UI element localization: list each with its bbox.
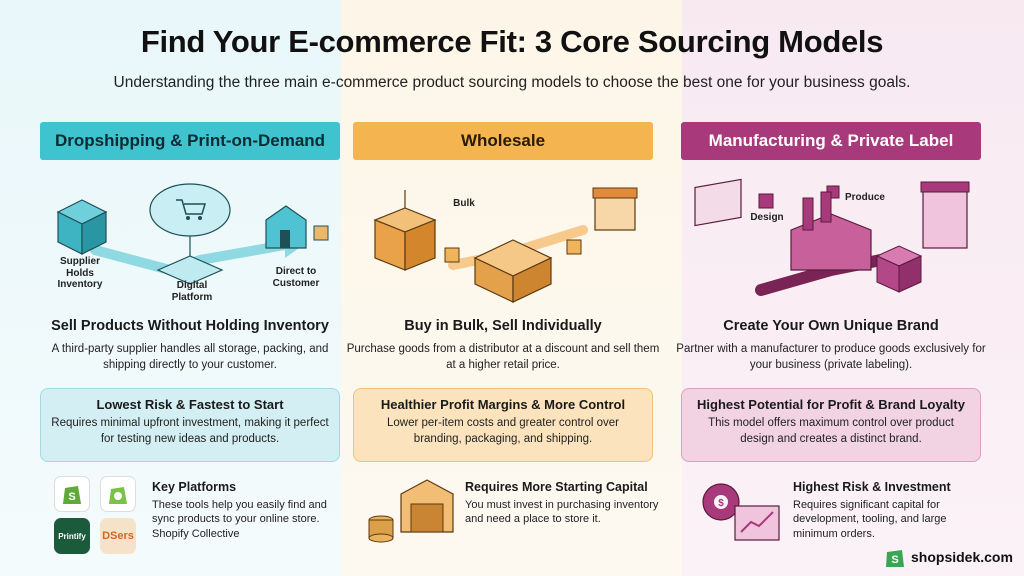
printify-logo-icon: Printify (54, 518, 90, 554)
warehouse-icon (373, 187, 638, 303)
dsers-logo-icon: DSers (100, 518, 136, 554)
benefit-text: Requires minimal upfront investment, mak… (51, 417, 329, 445)
svg-text:$: $ (718, 498, 724, 509)
brand-url: shopsidek.com (911, 549, 1013, 565)
storage-coins-icon (368, 479, 454, 543)
column-description: Purchase goods from a distributor at a d… (346, 343, 660, 371)
benefit-box: Lowest Risk & Fastest to Start Requires … (40, 388, 340, 462)
shopify-collective-logo-icon (100, 476, 136, 512)
column-description: A third-party supplier handles all stora… (51, 343, 329, 371)
factory-icon (694, 178, 970, 296)
shopsidek-logo-icon: S (886, 550, 904, 567)
benefit-title: Healthier Profit Margins & More Control (380, 397, 626, 412)
column-header: Dropshipping & Print-on-Demand (40, 122, 340, 160)
foot-text: You must invest in purchasing inventory … (465, 499, 659, 526)
column-header: Wholesale (353, 122, 653, 160)
risk-investment: $ Highest Risk & Investment Requires sig… (681, 474, 981, 554)
svg-text:S: S (68, 491, 75, 503)
foot-title: Highest Risk & Investment (793, 480, 951, 494)
foot-text: Requires significant capital for develop… (793, 499, 947, 540)
column-header: Manufacturing & Private Label (681, 122, 981, 160)
benefit-text: This model offers maximum control over p… (708, 417, 954, 445)
label-supplier: Supplier Holds Inventory (57, 256, 103, 290)
brand-watermark: S shopsidek.com (884, 545, 1013, 569)
label-bulk: Bulk (453, 198, 475, 209)
benefit-title: Highest Potential for Profit & Brand Loy… (697, 397, 965, 412)
page-title: Find Your E-commerce Fit: 3 Core Sourcin… (140, 24, 884, 59)
label-digital-platform: Digital Platform (171, 280, 213, 303)
label-direct-to-customer: Direct to Customer (272, 266, 320, 289)
column-dropshipping: Dropshipping & Print-on-Demand Supplier … (40, 122, 340, 554)
supply-chain-icon (56, 183, 329, 285)
background-panel-manufacturing (682, 0, 1024, 576)
label-design: Design (750, 212, 784, 223)
foot-text: These tools help you easily find and syn… (152, 499, 327, 540)
benefit-title: Lowest Risk & Fastest to Start (96, 397, 284, 412)
benefit-box: Healthier Profit Margins & More Control … (353, 388, 653, 462)
manufacturing-illustration: Design Produce (681, 170, 981, 310)
column-description: Partner with a manufacturer to produce g… (676, 343, 986, 371)
foot-title: Key Platforms (152, 480, 237, 494)
capital-requirement: Requires More Starting Capital You must … (353, 474, 658, 554)
benefit-text: Lower per-item costs and greater control… (386, 417, 620, 445)
key-platforms: S Printify DSers Key Platforms These too… (40, 474, 340, 554)
svg-text:S: S (891, 554, 898, 566)
column-manufacturing: Manufacturing & Private Label Design Pro… (676, 122, 986, 541)
shopify-logo-icon: S (54, 476, 90, 512)
column-heading: Buy in Bulk, Sell Individually (404, 318, 602, 334)
column-heading: Sell Products Without Holding Inventory (51, 318, 329, 334)
wholesale-illustration: Bulk (353, 170, 653, 310)
label-produce: Produce (844, 192, 885, 203)
gear-blueprint-icon: $ (702, 483, 780, 541)
page-subtitle: Understanding the three main e-commerce … (113, 74, 911, 91)
column-wholesale: Wholesale Bulk Buy in Bulk, Sell Individ… (347, 122, 659, 543)
dropshipping-illustration: Supplier Holds Inventory Digital Platfor… (40, 170, 340, 310)
foot-title: Requires More Starting Capital (465, 480, 648, 494)
benefit-box: Highest Potential for Profit & Brand Loy… (681, 388, 981, 462)
column-heading: Create Your Own Unique Brand (723, 318, 939, 334)
